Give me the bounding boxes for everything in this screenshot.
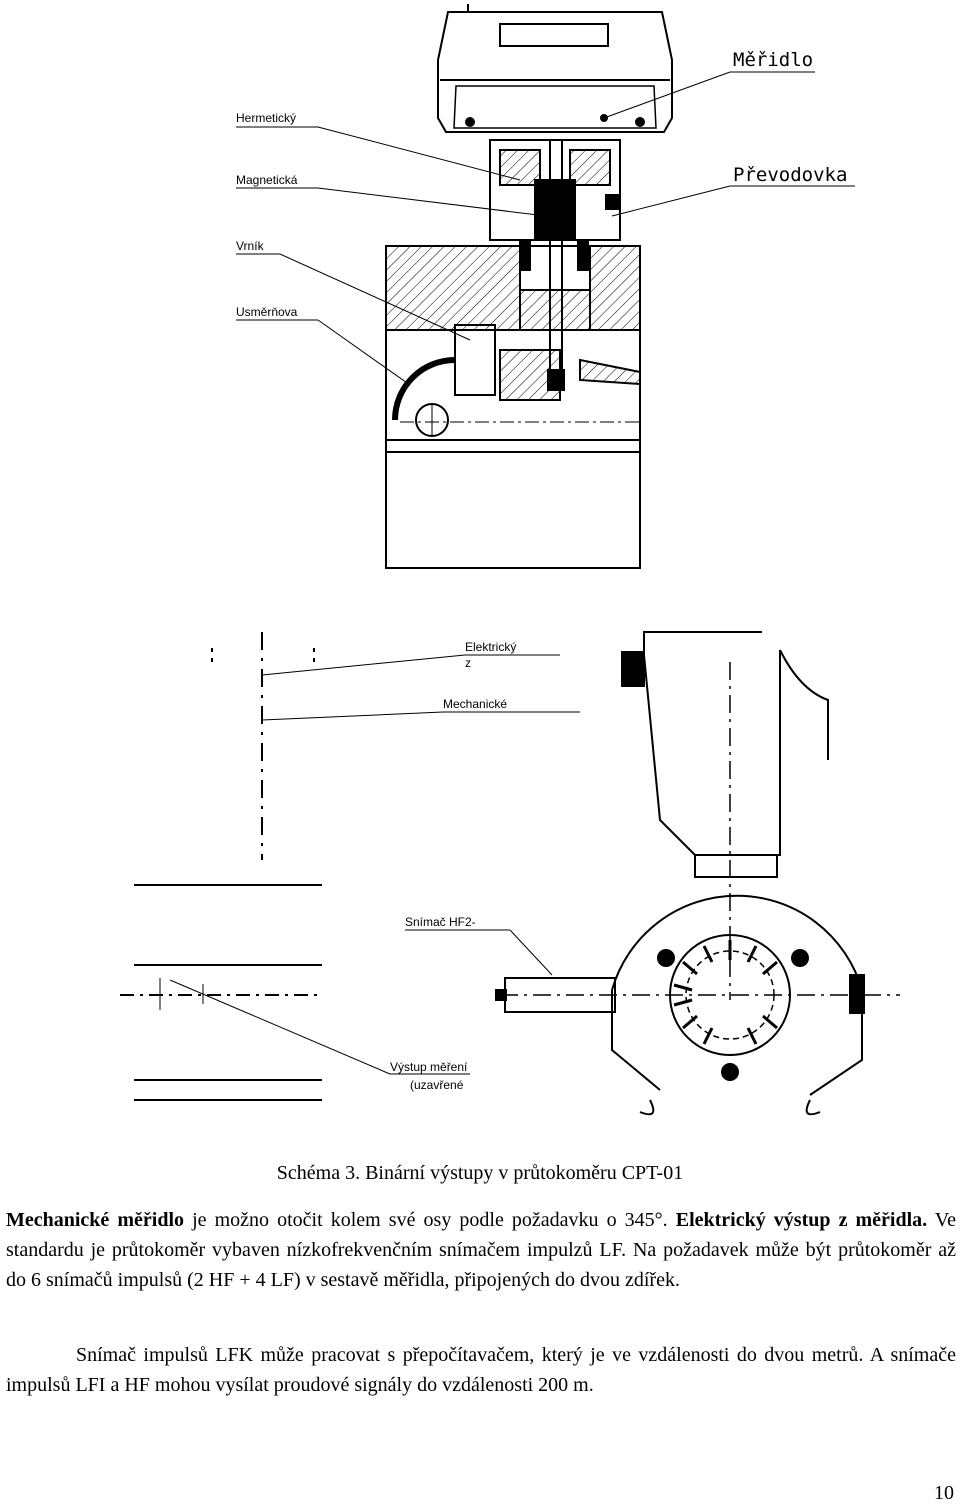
label-uzavrene: (uzavřené	[410, 1078, 464, 1092]
technical-drawing: Hermetický Magnetická Vrník Usměrňova Mě…	[120, 4, 900, 1116]
label-hermeticky: Hermetický	[236, 111, 296, 125]
upper-leader-lines	[236, 71, 855, 386]
figure-caption: Schéma 3. Binární výstupy v průtokoměru …	[276, 1162, 684, 1184]
bold-mechanicke-meridlo: Mechanické měřidlo	[6, 1209, 185, 1231]
paragraph-1-text-1: je možno otočit kolem své osy podle poža…	[184, 1209, 676, 1231]
paragraph-2-text: Snímač impulsů LFK může pracovat s přepo…	[6, 1344, 956, 1396]
label-elektricky: Elektrický	[465, 640, 516, 654]
label-elektricky-z: z	[465, 656, 471, 670]
meter-body	[385, 245, 641, 569]
paragraph-2: Snímač impulsů LFK může pracovat s přepo…	[6, 1340, 956, 1400]
label-vystup-mereni: Výstup měření	[390, 1060, 468, 1074]
label-usmernova: Usměrňova	[236, 305, 298, 319]
lower-leader-lines	[169, 654, 580, 1075]
label-vrnik: Vrník	[236, 239, 265, 253]
paragraph-1-text-2: Ve standardu je průtokoměr vybaven nízko…	[6, 1209, 956, 1291]
lower-right-housing	[495, 631, 900, 1116]
label-snimac-hf2: Snímač HF2-	[405, 915, 476, 929]
upper-labels: Hermetický Magnetická Vrník Usměrňova Mě…	[236, 49, 847, 319]
gearbox	[489, 139, 621, 380]
label-magneticka: Magnetická	[236, 173, 298, 187]
label-prevodovka: Převodovka	[733, 164, 847, 186]
lower-labels: Elektrický z Mechanické Snímač HF2- Výst…	[390, 640, 516, 1092]
bold-elektricky-vystup: Elektrický výstup z měřidla.	[675, 1209, 928, 1231]
paragraph-1: Mechanické měřidlo je možno otočit kolem…	[6, 1205, 956, 1295]
meter-head	[437, 4, 673, 133]
rotor-blades	[673, 940, 778, 1045]
label-meridlo: Měřidlo	[733, 49, 813, 71]
lower-left-dashed	[120, 632, 322, 1101]
label-mechanicke: Mechanické	[443, 697, 507, 711]
page-number: 10	[934, 1482, 954, 1504]
